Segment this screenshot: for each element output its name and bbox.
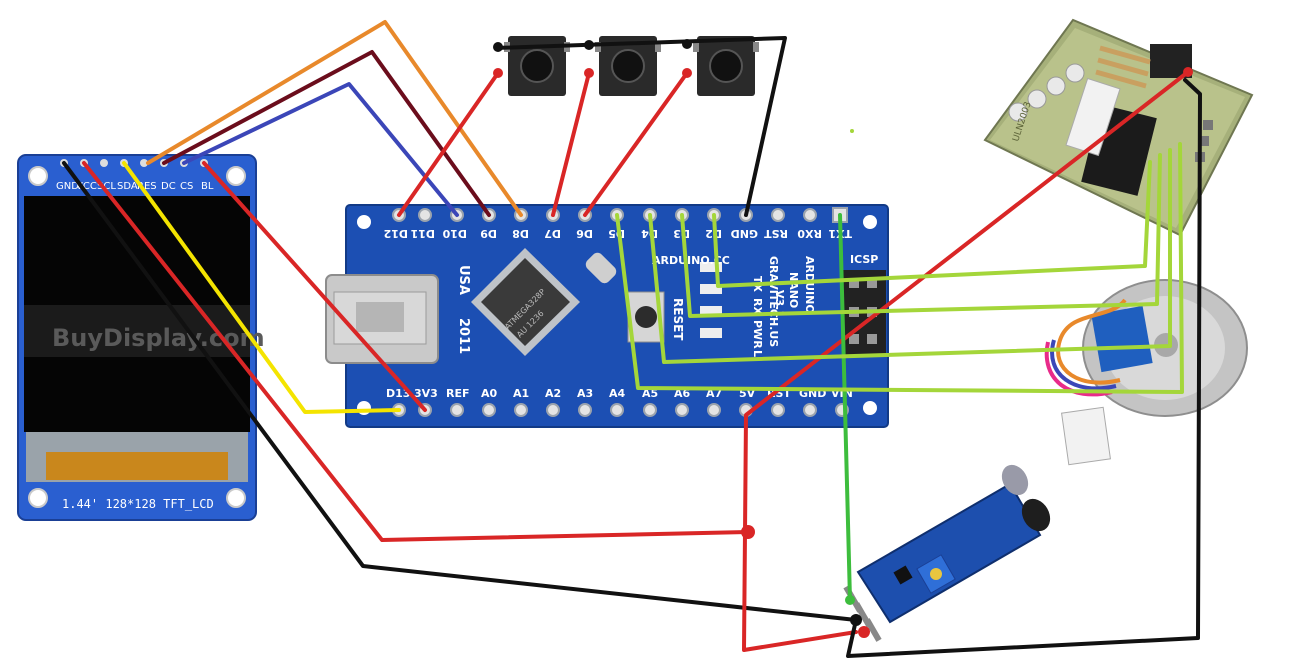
push-button-2	[595, 36, 661, 96]
tft-pin-labels: GND VCC SCL SDA RES DC CS BL	[56, 181, 214, 192]
arduino-nano-board: D12 D11 D10 D9 D8 D7 D6 D5 D4 D3 D2 GND …	[325, 204, 889, 428]
nano-pin-label: D7	[544, 227, 561, 240]
wire-orange	[146, 20, 523, 217]
nano-pin-label: D5	[608, 227, 625, 240]
nano-top-pin-holes	[392, 207, 848, 223]
nano-pin-label: A4	[609, 387, 626, 400]
status-leds	[700, 262, 722, 338]
wire-lime-3	[648, 148, 1172, 364]
tft-pin-label: SCL	[97, 181, 116, 192]
tft-watermark: BuyDisplay.com	[52, 324, 265, 352]
nano-pin-label: D11	[411, 227, 435, 240]
nano-pin-label: RX0	[797, 227, 822, 240]
nano-pin-label: A0	[481, 387, 498, 400]
tft-pin-label: GND	[56, 181, 79, 192]
push-button-1	[504, 36, 570, 96]
junction-dots	[493, 39, 1193, 638]
board-branding: ARDUINO.CC GRAVITECH.US ARDUINO NANO V3.…	[456, 254, 816, 354]
reset-label: RESET	[671, 298, 685, 341]
nano-pin-label: D12	[384, 227, 408, 240]
wire-red-bl	[202, 161, 427, 412]
brand-text: ARDUINO.CC	[652, 254, 730, 267]
wire-yellow	[122, 161, 401, 414]
brand-text: ARDUINO	[803, 256, 816, 314]
wire-blue	[182, 82, 459, 217]
tft-pin-label: SDA	[117, 181, 138, 192]
tft-display-module: GND VCC SCL SDA RES DC CS BL BuyDisplay.…	[17, 154, 265, 521]
wire-lime-1	[712, 160, 1152, 288]
tft-pin-label: CS	[180, 181, 193, 192]
wire-red-button2	[551, 71, 591, 217]
atmega-chip: ATMEGA328P AU 1236	[471, 248, 580, 356]
crystal	[585, 252, 617, 284]
wire-maroon	[162, 50, 491, 217]
nano-pin-label: RST	[764, 227, 788, 240]
led-label: RX	[751, 298, 764, 315]
led-label: L	[751, 350, 764, 357]
tft-pin-label: BL	[201, 181, 214, 192]
nano-bottom-pin-holes	[392, 403, 849, 417]
nano-pin-label: D9	[480, 227, 497, 240]
wire-lime-4	[615, 142, 1184, 394]
wire-red-vcc	[82, 161, 750, 542]
nano-pin-label: A5	[642, 387, 658, 400]
nano-pin-label: D8	[512, 227, 529, 240]
year-text: 2011	[456, 318, 471, 354]
stepper-connector	[1061, 406, 1111, 466]
wire-black-driver-gnd	[846, 78, 1202, 658]
push-buttons	[504, 36, 759, 96]
nano-pin-label: REF	[446, 387, 470, 400]
tft-pin-label: RES	[137, 181, 157, 192]
nano-pin-label: A1	[513, 387, 529, 400]
mini-usb-connector	[325, 274, 439, 364]
nano-pin-label: D10	[442, 227, 467, 240]
wire-red-button3	[583, 71, 689, 217]
wire-black-gnd	[62, 161, 858, 622]
usa-text: USA	[456, 265, 471, 295]
driver-leds	[1008, 63, 1085, 122]
tft-pin-label: DC	[161, 181, 176, 192]
nano-pin-label: GND	[731, 227, 758, 240]
nano-pin-label: D13	[386, 387, 410, 400]
tft-flex-cable	[46, 452, 228, 480]
brand-text: NANO	[787, 272, 800, 308]
brand-text: V3.1	[773, 290, 786, 318]
nano-pin-label: A2	[545, 387, 561, 400]
nano-pin-label: A3	[577, 387, 593, 400]
nano-pin-label: 3V3	[414, 387, 438, 400]
led-label: PWR	[751, 320, 764, 349]
tft-pin-label: VCC	[76, 181, 97, 192]
brand-text: GRAVITECH.US	[767, 256, 780, 347]
wire-lime-2	[680, 153, 1162, 318]
nano-pin-label: D6	[576, 227, 593, 240]
icsp-label: ICSP	[850, 253, 878, 266]
push-button-3	[693, 36, 759, 96]
wire-red-button1	[397, 71, 500, 217]
ir-obstacle-sensor	[843, 464, 1051, 642]
tft-caption: 1.44' 128*128 TFT_LCD	[62, 497, 214, 511]
